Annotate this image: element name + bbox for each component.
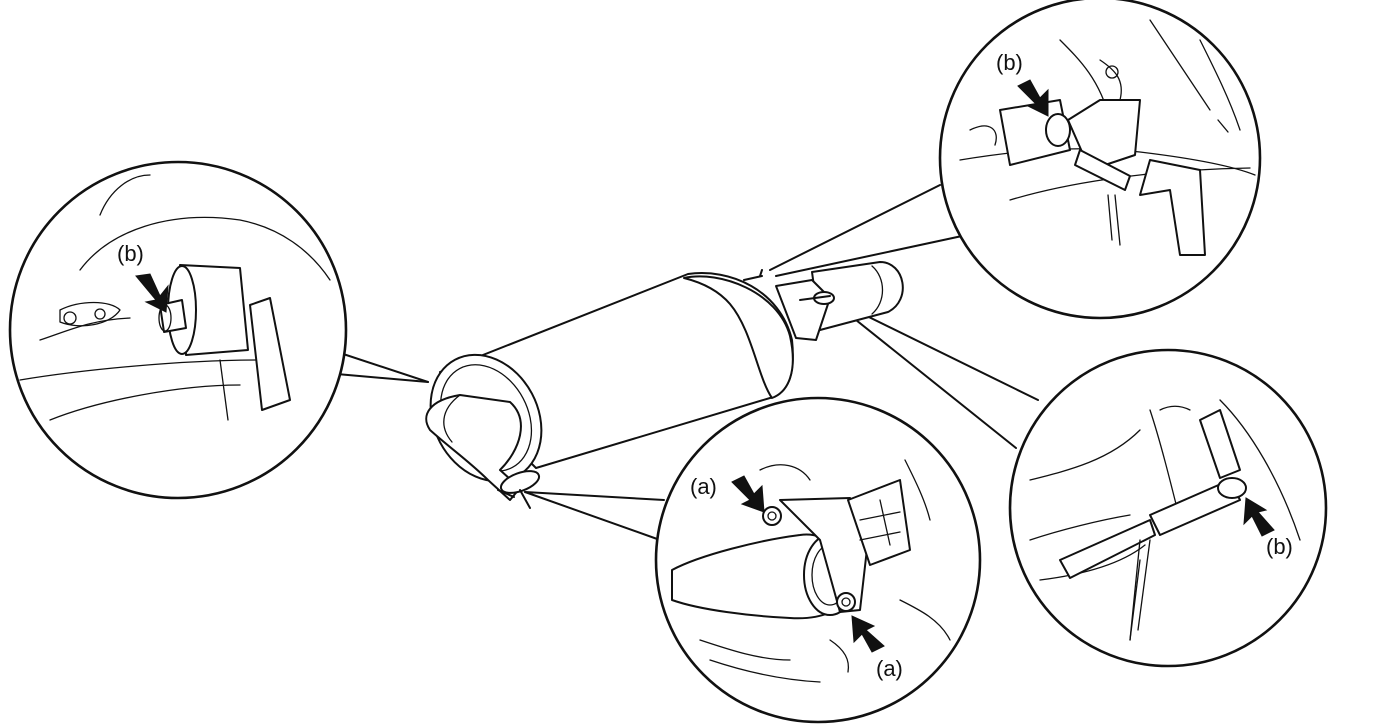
callout-top-right-label: (b) <box>996 50 1023 75</box>
callout-right: (b) <box>1008 348 1328 668</box>
callout-left: (b) <box>8 160 348 500</box>
callout-bottom-detail <box>671 459 951 683</box>
callout-bottom-label-bottom: (a) <box>876 656 903 681</box>
callout-left-label: (b) <box>117 241 144 266</box>
callout-left-detail <box>19 174 331 421</box>
callout-top-right-detail <box>959 19 1256 256</box>
callout-right-arrow <box>1243 497 1275 537</box>
callout-top-right: (b) <box>938 0 1262 320</box>
callout-right-detail <box>1029 399 1301 641</box>
callout-right-label: (b) <box>1266 534 1293 559</box>
callout-top-right-arrow <box>1017 79 1049 117</box>
callout-bottom-label-top: (a) <box>690 474 717 499</box>
callout-bottom: (a) (a) <box>654 396 982 724</box>
callout-bottom-arrow-top <box>731 475 765 513</box>
muffler-assembly <box>425 261 904 509</box>
callout-left-arrow <box>135 273 169 313</box>
callout-bottom-arrow-bottom <box>851 615 885 653</box>
